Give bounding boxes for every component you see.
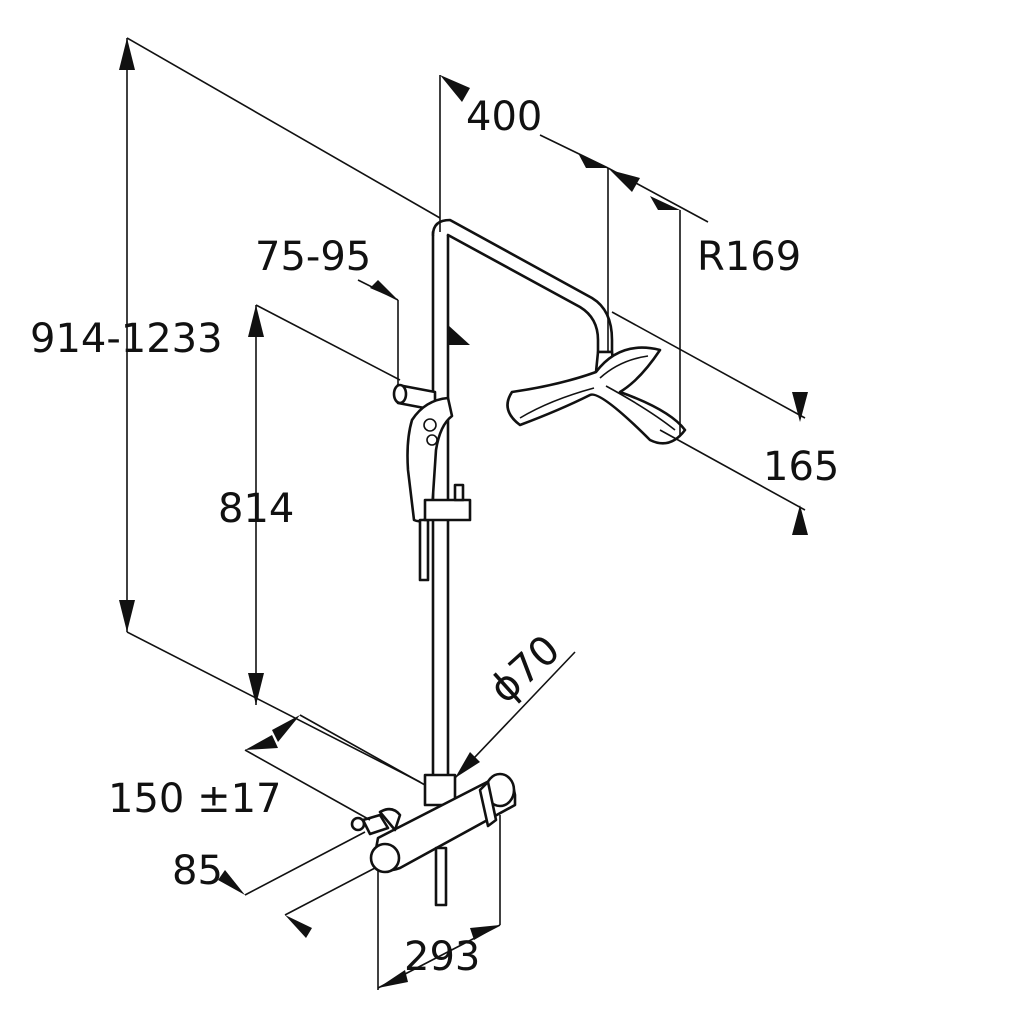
arrow-total-bottom xyxy=(119,600,135,632)
label-head-radius: R169 xyxy=(697,234,801,280)
lower-slider xyxy=(423,483,472,522)
shower-system-product xyxy=(350,218,687,907)
label-arm-length: 400 xyxy=(466,94,542,140)
arrow-150-left xyxy=(245,735,278,750)
arrow-r169-left xyxy=(610,170,640,192)
arrow-293-left xyxy=(285,915,312,938)
label-inlet-spacing: 150 ±17 xyxy=(108,776,281,822)
hand-shower xyxy=(406,396,454,582)
rain-shower-head xyxy=(506,346,687,445)
hand-shower-holder xyxy=(392,383,437,412)
arrow-165-bottom xyxy=(792,505,808,535)
label-pipe-diameter: ϕ70 xyxy=(481,627,569,713)
arrow-400-right xyxy=(578,153,608,168)
label-wall-offset: 85 xyxy=(172,848,223,894)
arrow-75-95 xyxy=(370,280,398,300)
label-head-width: 165 xyxy=(763,444,839,490)
overhead-arm xyxy=(431,218,614,354)
arrow-814-top xyxy=(248,305,264,337)
arrow-814-bottom xyxy=(248,673,264,705)
label-holder-offset: 75-95 xyxy=(255,234,371,280)
arrow-165-top xyxy=(792,392,808,422)
dimension-lines xyxy=(119,37,808,990)
label-slider-height: 814 xyxy=(218,486,294,532)
label-total-height: 914-1233 xyxy=(30,316,223,362)
arrow-293-bottom-right xyxy=(470,925,500,940)
arrow-rail xyxy=(448,325,470,345)
arrow-400-left xyxy=(440,75,470,102)
arrow-150-right xyxy=(272,715,300,742)
thermostatic-mixer xyxy=(350,772,517,907)
arrow-total-top xyxy=(119,38,135,70)
arrow-phi70 xyxy=(455,752,480,778)
arrow-85 xyxy=(218,870,245,895)
label-mixer-length: 293 xyxy=(404,934,480,980)
arrow-293-bottom-left xyxy=(378,970,408,988)
arrow-r169-right xyxy=(650,196,680,210)
